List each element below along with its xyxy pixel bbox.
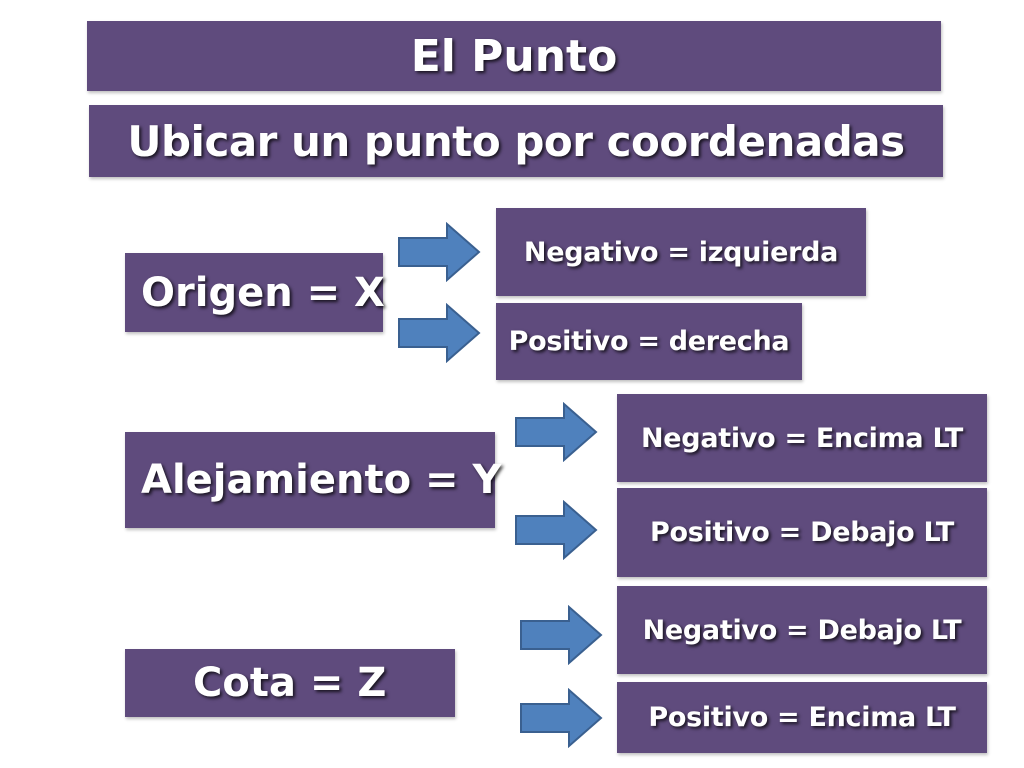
cota-negative-box: Negativo = Debajo LT <box>617 586 987 674</box>
alejamiento-y-box: Alejamiento = Y <box>125 432 501 528</box>
arrow-right-icon <box>515 402 598 462</box>
cota-z-box: Cota = Z <box>125 649 455 717</box>
origen-negative-box: Negativo = izquierda <box>496 208 866 296</box>
arrow-right-icon <box>398 303 481 363</box>
origen-x-box: Origen = X <box>125 253 385 332</box>
page-title: El Punto <box>87 21 941 91</box>
cota-positive-box: Positivo = Encima LT <box>617 682 987 753</box>
arrow-right-icon <box>520 605 603 665</box>
alejamiento-negative-box: Negativo = Encima LT <box>617 394 987 482</box>
origen-positive-box: Positivo = derecha <box>496 303 802 380</box>
arrow-right-icon <box>398 222 481 282</box>
page-subtitle: Ubicar un punto por coordenadas <box>89 105 943 177</box>
arrow-right-icon <box>515 500 598 560</box>
arrow-right-icon <box>520 688 603 748</box>
alejamiento-positive-box: Positivo = Debajo LT <box>617 488 987 577</box>
